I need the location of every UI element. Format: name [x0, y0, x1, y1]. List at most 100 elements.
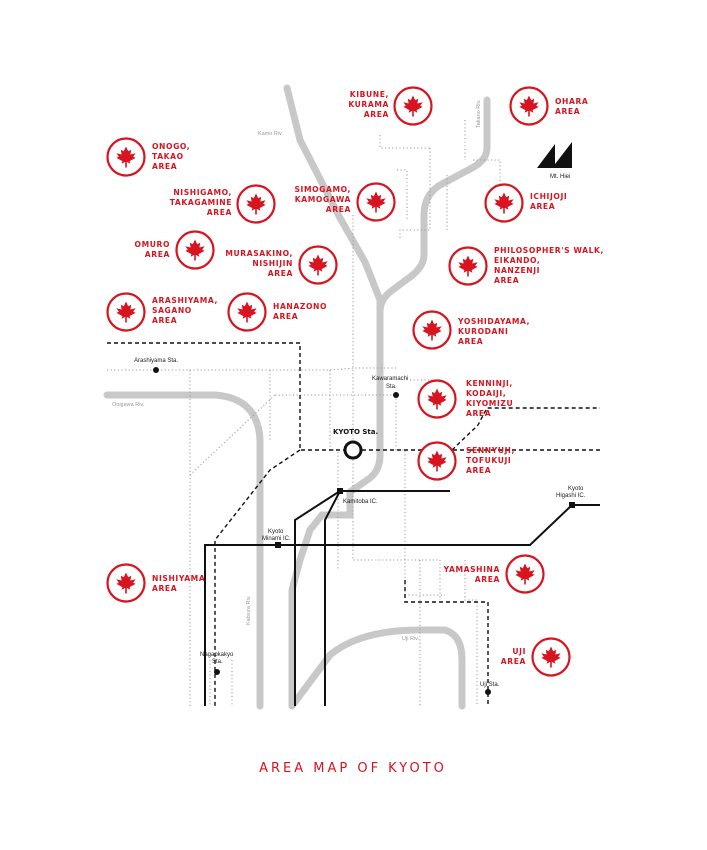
ooigawa-river-label: Ooigawa Riv. [112, 402, 145, 408]
area-label-ichijoji-0: ICHIJOJI [530, 192, 567, 201]
area-label-kenninji-1: KODAIJI, [466, 389, 506, 398]
area-label-philosopher-2: NANZENJI [494, 266, 540, 275]
area-label-philosopher-1: EIKANDO, [494, 256, 540, 265]
area-label-simogamo-1: KAMOGAWA [295, 195, 351, 204]
area-label-onogo-2: AREA [152, 162, 177, 171]
area-label-arashiyama-1: SAGANO [152, 306, 192, 315]
uji-river [288, 626, 466, 710]
arashiyama-station-label: Arashiyama Sta. [134, 358, 178, 364]
nagaokakyo-station-dot[interactable] [214, 669, 220, 675]
area-label-kibune-0: KIBUNE, [350, 90, 389, 99]
katsura-river-label: Katsura Riv. [246, 595, 252, 625]
kamo-river-south [288, 381, 384, 710]
area-label-uji-0: UJI [512, 647, 526, 656]
kamo-river-label: Kamo Riv. [258, 131, 283, 137]
area-label-simogamo-2: AREA [326, 205, 351, 214]
uji-river-label: Uji Riv. [402, 636, 419, 642]
uji-station-label: Uji Sta. [480, 682, 500, 688]
expressways [204, 490, 600, 706]
area-label-arashiyama-2: AREA [152, 316, 177, 325]
area-label-kibune-2: AREA [364, 110, 389, 119]
area-label-murasakino-0: MURASAKINO, [225, 249, 293, 258]
kyoto-minami-ic-square[interactable] [275, 542, 281, 548]
kawaramachi-station-label-2: Sta. [386, 384, 397, 390]
area-label-yoshida-1: KURODANI [458, 327, 508, 336]
kamitoba-ic-square[interactable] [337, 488, 343, 494]
kyoto-station-ring[interactable] [343, 440, 363, 460]
kamitoba-ic-label: Kamitoba IC. [343, 499, 378, 505]
area-label-yoshida-0: YOSHIDAYAMA, [457, 317, 530, 326]
takano-river [376, 96, 491, 316]
mountain-icon: Mt. Hiei [537, 142, 572, 180]
area-label-yamashina-0: YAMASHINA [443, 565, 500, 574]
area-label-arashiyama-0: ARASHIYAMA, [152, 296, 218, 305]
kyoto-higashi-ic-label: Kyoto [568, 486, 584, 492]
area-markers: KIBUNE,KURAMAAREAOHARAAREAONOGO,TAKAOARE… [106, 86, 605, 677]
kyoto-minami-ic-label: Kyoto [268, 529, 284, 535]
area-label-ohara-0: OHARA [555, 97, 588, 106]
kawaramachi-station-dot[interactable] [393, 392, 399, 398]
map-title: AREA MAP OF KYOTO [259, 761, 447, 776]
area-label-sennyuji-2: AREA [466, 466, 491, 475]
area-label-sennyuji-1: TOFUKUJI [466, 456, 511, 465]
nagaokakyo-station-label-2: Sta. [212, 659, 223, 665]
area-label-philosopher-3: AREA [494, 276, 519, 285]
area-label-sennyuji-0: SENNYUJI, [466, 446, 515, 455]
mountain-label: Mt. Hiei [550, 174, 570, 180]
area-label-kenninji-3: AREA [466, 409, 491, 418]
arashiyama-station-dot[interactable] [153, 367, 159, 373]
area-label-simogamo-0: SIMOGAMO, [294, 185, 351, 194]
area-label-hanazono-0: HANAZONO [273, 302, 327, 311]
area-label-yoshida-2: AREA [458, 337, 483, 346]
dashed-lines [107, 342, 600, 706]
area-label-nishiyama-1: AREA [152, 584, 177, 593]
kamo-river [283, 84, 384, 389]
kyoto-higashi-ic-label-2: Higashi IC. [556, 493, 586, 499]
kyoto-minami-ic-label-2: Minami IC. [262, 536, 291, 542]
area-label-omuro-0: OMURO [135, 240, 170, 249]
area-label-nishiyama-0: NISHIYAMA [152, 574, 205, 583]
area-label-murasakino-2: AREA [268, 269, 293, 278]
area-label-yamashina-1: AREA [475, 575, 500, 584]
area-label-ohara-1: AREA [555, 107, 580, 116]
area-label-kenninji-2: KIYOMIZU [466, 399, 513, 408]
uji-station-dot[interactable] [485, 689, 491, 695]
area-label-nishigamo-0: NISHIGAMO, [173, 188, 232, 197]
rivers [103, 84, 491, 710]
river-labels: Kamo Riv. Takano Riv. Ooigawa Riv. Katsu… [112, 99, 482, 642]
nagaokakyo-station-label: Nagaokakyo [200, 652, 234, 658]
dotted-lines [107, 120, 501, 706]
area-label-kibune-1: KURAMA [348, 100, 389, 109]
kawaramachi-station-label: Kawaramachi [372, 376, 408, 382]
area-label-murasakino-1: NISHIJIN [252, 259, 293, 268]
ooigawa-river [103, 391, 264, 710]
area-label-philosopher-0: PHILOSOPHER'S WALK, [494, 246, 604, 255]
takano-river-label: Takano Riv. [476, 99, 482, 128]
area-label-uji-1: AREA [501, 657, 526, 666]
area-label-onogo-1: TAKAO [152, 152, 184, 161]
kyoto-higashi-ic-square[interactable] [569, 502, 575, 508]
stations: Arashiyama Sta. Kawaramachi Sta. KYOTO S… [134, 358, 586, 695]
kyoto-station-label: KYOTO Sta. [333, 428, 378, 436]
area-label-hanazono-1: AREA [273, 312, 298, 321]
area-label-omuro-1: AREA [145, 250, 170, 259]
area-label-nishigamo-1: TAKAGAMINE [170, 198, 232, 207]
